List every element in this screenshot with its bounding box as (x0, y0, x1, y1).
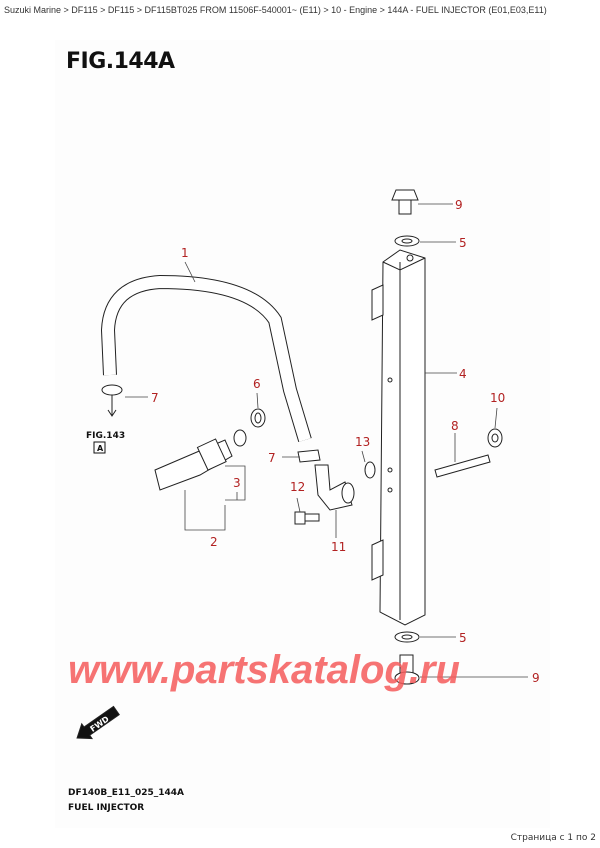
callout-5[interactable]: 5 (459, 236, 467, 250)
callout-3[interactable]: 3 (233, 476, 241, 490)
callout-6[interactable]: 6 (253, 377, 261, 391)
fuel-hose (100, 274, 312, 443)
figure-title: FIG.144A (66, 49, 175, 74)
clip (297, 449, 321, 463)
fwd-arrow-icon: FWD (76, 705, 120, 740)
plug-bottom (394, 654, 420, 685)
fuel-injector (154, 408, 266, 491)
bolt-12 (294, 511, 320, 525)
fig-reference[interactable]: FIG.143 (86, 431, 125, 441)
fuel-rail (371, 249, 426, 626)
callout-9[interactable]: 9 (455, 198, 463, 212)
callout-9b[interactable]: 9 (532, 671, 540, 685)
reference-marker: A (97, 444, 104, 453)
callout-13[interactable]: 13 (355, 435, 370, 449)
callout-7[interactable]: 7 (151, 391, 159, 405)
callout-5b[interactable]: 5 (459, 631, 467, 645)
watermark: www.partskatalog.ru (68, 648, 460, 692)
figure-caption: FUEL INJECTOR (68, 803, 145, 813)
nut (487, 428, 503, 448)
callout-10[interactable]: 10 (490, 391, 505, 405)
page-indicator: Страница с 1 по 2 (510, 833, 596, 843)
fuel-elbow (314, 464, 355, 511)
callout-12[interactable]: 12 (290, 480, 305, 494)
callout-7b[interactable]: 7 (268, 451, 276, 465)
hose-clamp (101, 384, 123, 396)
callout-11[interactable]: 11 (331, 540, 346, 554)
breadcrumb[interactable]: Suzuki Marine > DF115 > DF115 > DF115BT0… (4, 5, 547, 15)
drawing-code: DF140B_E11_025_144A (68, 788, 184, 798)
bolt-top (391, 189, 419, 215)
washer-bottom (394, 631, 420, 643)
callout-8[interactable]: 8 (451, 419, 459, 433)
callout-1[interactable]: 1 (181, 246, 189, 260)
callout-2[interactable]: 2 (210, 535, 218, 549)
washer-top (394, 235, 420, 247)
o-ring (364, 461, 376, 479)
callout-4[interactable]: 4 (459, 367, 467, 381)
stud-bolt (434, 454, 491, 478)
